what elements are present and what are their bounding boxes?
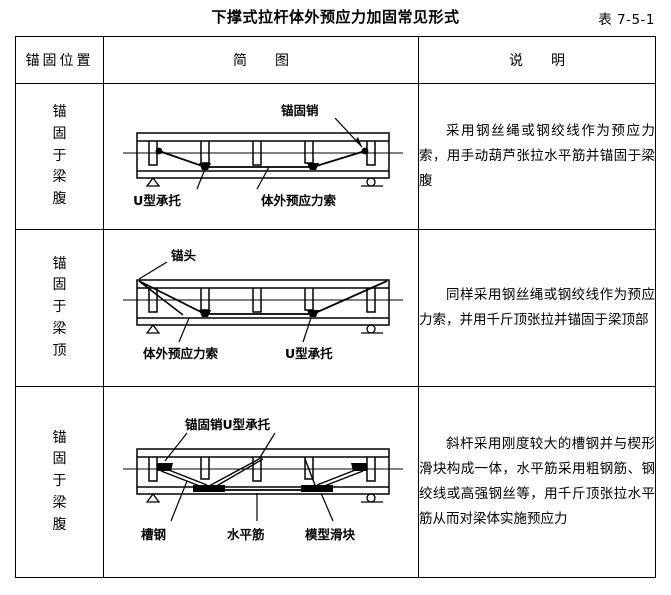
anchor-position-cell-row2: 锚 固 于 梁 顶 bbox=[15, 229, 104, 387]
schematic-cell-row3: 锚固销U型承托 槽钢 水平筋 模型滑块 bbox=[103, 386, 419, 578]
document-header: 下撑式拉杆体外预应力加固常见形式 表 7-5-1 bbox=[0, 0, 671, 32]
position-char: 腹 bbox=[52, 191, 67, 208]
position-char: 锚 bbox=[52, 104, 67, 121]
label-anchor-pin: 锚固销 bbox=[281, 103, 319, 118]
diagram-truss-channel-steel: 锚固销U型承托 槽钢 水平筋 模型滑块 bbox=[122, 417, 403, 542]
position-char: 于 bbox=[52, 147, 67, 164]
anchor-position-cell-row1: 锚 固 于 梁 腹 bbox=[15, 83, 104, 230]
position-char: 梁 bbox=[52, 320, 67, 337]
table-row: 锚 固 于 梁 顶 bbox=[15, 229, 656, 387]
label-anchor-head: 锚头 bbox=[171, 248, 197, 263]
position-char: 梁 bbox=[52, 169, 67, 186]
position-char: 梁 bbox=[52, 494, 67, 511]
table-header-row: 锚固位置 简 图 说 明 bbox=[15, 36, 656, 84]
description-cell-row1: 采用钢丝绳或钢绞线作为预应力索，用手动葫芦张拉水平筋并锚固于梁腹 bbox=[418, 83, 656, 230]
position-char: 固 bbox=[52, 451, 67, 468]
label-channel-steel: 槽钢 bbox=[141, 527, 166, 542]
reinforcement-forms-table: 锚固位置 简 图 说 明 锚 固 于 梁 腹 bbox=[15, 36, 656, 578]
u-saddle-icon bbox=[198, 163, 319, 170]
position-char: 于 bbox=[52, 473, 67, 490]
support-icons bbox=[145, 323, 383, 334]
label-tendon: 体外预应力索 bbox=[261, 193, 337, 208]
schematic-cell-row1: 锚固销 U型承托 体外预应力索 bbox=[103, 83, 419, 230]
schematic-cell-row2: 锚头 体外预应力索 U型承托 bbox=[103, 229, 419, 387]
label-u-saddle: U型承托 bbox=[133, 193, 181, 208]
label-anchor-pin-saddle: 锚固销U型承托 bbox=[185, 417, 271, 432]
column-header-anchor-position: 锚固位置 bbox=[15, 36, 104, 84]
position-char: 锚 bbox=[52, 255, 67, 272]
support-icons bbox=[145, 176, 383, 187]
diagram-top-anchored: 锚头 体外预应力索 U型承托 bbox=[122, 248, 403, 361]
description-cell-row2: 同样采用钢丝绳或钢绞线作为预应力索，并用千斤顶张拉并锚固于梁顶部 bbox=[418, 229, 656, 387]
label-tendon: 体外预应力索 bbox=[143, 346, 219, 361]
column-header-description: 说 明 bbox=[418, 36, 656, 84]
description-cell-row3: 斜杆采用刚度较大的槽钢并与楔形滑块构成一体，水平筋采用粗钢筋、钢绞线或高强钢丝等… bbox=[418, 386, 656, 578]
position-char: 腹 bbox=[52, 516, 67, 533]
label-horizontal-bar: 水平筋 bbox=[227, 527, 265, 542]
arrowhead bbox=[354, 137, 362, 147]
leader-lines bbox=[164, 432, 334, 522]
position-char: 顶 bbox=[52, 342, 67, 359]
leader-lines bbox=[138, 261, 312, 343]
label-u-saddle: U型承托 bbox=[285, 346, 333, 361]
table-number: 表 7-5-1 bbox=[598, 12, 655, 28]
support-icons bbox=[145, 492, 383, 503]
page-title: 下撑式拉杆体外预应力加固常见形式 bbox=[211, 8, 460, 26]
position-char: 锚 bbox=[52, 429, 67, 446]
position-char: 固 bbox=[52, 125, 67, 142]
anchor-pin-icon bbox=[156, 463, 367, 471]
column-header-schematic: 简 图 bbox=[103, 36, 419, 84]
table-row: 锚 固 于 梁 腹 bbox=[15, 386, 656, 578]
table-row: 锚 固 于 梁 腹 bbox=[15, 83, 656, 230]
anchor-position-cell-row3: 锚 固 于 梁 腹 bbox=[15, 386, 104, 578]
position-char: 于 bbox=[52, 299, 67, 316]
position-char: 固 bbox=[52, 277, 67, 294]
anchor-pin-right-icon bbox=[361, 147, 368, 155]
anchor-pin-left-icon bbox=[155, 147, 162, 155]
label-wedge-block: 模型滑块 bbox=[305, 527, 356, 542]
u-saddle-icon bbox=[198, 310, 319, 317]
wedge-block-icon bbox=[192, 485, 333, 492]
diagram-web-anchored: 锚固销 U型承托 体外预应力索 bbox=[122, 103, 403, 208]
